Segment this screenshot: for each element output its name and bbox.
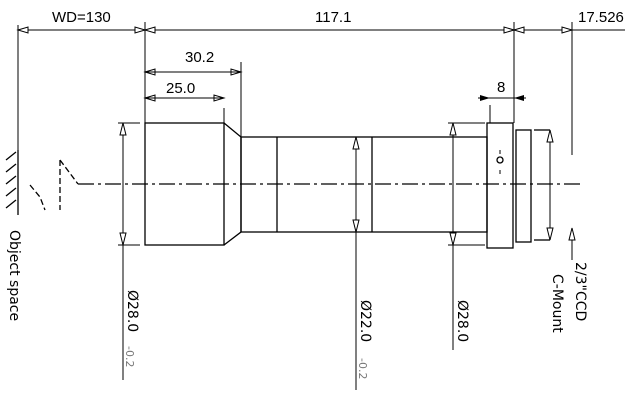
front-barrel-length-label: 25.0 <box>166 80 195 97</box>
dimension-arrows <box>16 26 574 102</box>
front-diameter-tolerance: -0.2 <box>123 346 136 367</box>
tube-diameter-tolerance: -0.2 <box>356 358 369 379</box>
c-mount-label: C-Mount <box>549 274 565 333</box>
diameter-leaders <box>118 122 576 390</box>
object-space-label: Object space <box>6 230 22 321</box>
flange-back-label: 17.526 <box>578 9 624 26</box>
barrel-step-label: 30.2 <box>185 49 214 66</box>
lens-body <box>144 122 550 249</box>
break-symbol <box>29 159 79 211</box>
flange-width-label: 8 <box>497 79 505 96</box>
sensor-format-label: 2/3"CCD <box>572 262 588 321</box>
wd-dimension-label: WD=130 <box>52 9 111 26</box>
overall-length-label: 117.1 <box>315 9 351 26</box>
tube-diameter-label: Ø22.0 <box>357 300 373 342</box>
front-diameter-label: Ø28.0 <box>124 290 140 332</box>
rear-diameter-label: Ø28.0 <box>454 300 470 342</box>
object-plane-hatch <box>5 150 19 215</box>
